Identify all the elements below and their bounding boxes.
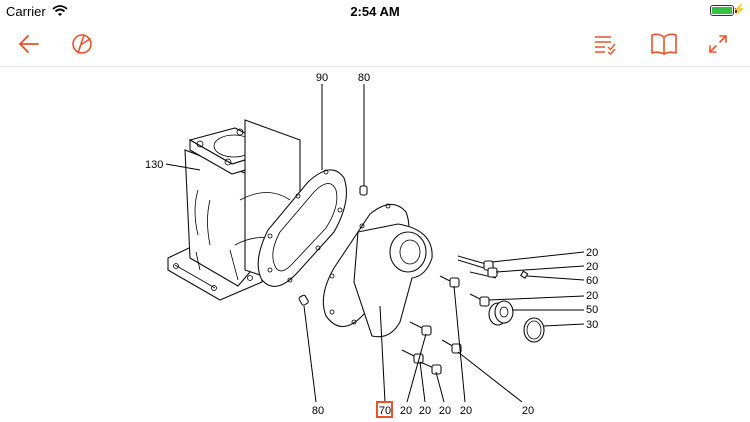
housing-part-130[interactable] — [167, 119, 301, 301]
bolt[interactable] — [469, 293, 490, 307]
bolt[interactable] — [469, 267, 498, 279]
compass-icon — [72, 34, 92, 54]
bolt-group[interactable] — [401, 255, 498, 375]
callout-20-r1[interactable]: 20 — [586, 247, 598, 259]
fullscreen-button[interactable] — [702, 28, 734, 60]
bolt[interactable] — [441, 339, 462, 354]
callout-60[interactable]: 60 — [586, 275, 598, 287]
callout-50[interactable]: 50 — [586, 304, 598, 316]
expand-icon — [709, 35, 727, 53]
book-icon — [651, 33, 677, 55]
callout-20-r2[interactable]: 20 — [586, 261, 598, 273]
gasket-part-90[interactable] — [257, 169, 347, 287]
back-arrow-icon — [19, 35, 39, 53]
charging-bolt-icon: ⚡ — [732, 4, 746, 16]
battery-fill — [712, 7, 732, 14]
callout-30[interactable]: 30 — [586, 319, 598, 331]
callout-80-bottom[interactable]: 80 — [312, 405, 324, 417]
callout-20-b3[interactable]: 20 — [439, 405, 451, 417]
callout-20-b2[interactable]: 20 — [419, 405, 431, 417]
status-time: 2:54 AM — [350, 4, 400, 19]
bolt[interactable] — [419, 361, 442, 375]
dowel-pin-upper[interactable] — [359, 185, 368, 196]
bolt[interactable] — [439, 275, 460, 288]
callout-20-b5[interactable]: 20 — [522, 405, 534, 417]
parts-list-button[interactable] — [590, 28, 622, 60]
battery-icon — [710, 5, 734, 16]
status-bar: Carrier 2:54 AM ⚡ — [0, 0, 750, 22]
battery-tip — [735, 8, 737, 13]
callout-80-top[interactable]: 80 — [358, 72, 370, 84]
checklist-icon — [595, 36, 616, 55]
callout-20-r4[interactable]: 20 — [586, 290, 598, 302]
bolt[interactable] — [457, 255, 494, 271]
bolt[interactable] — [409, 321, 432, 336]
cover-part-70[interactable] — [322, 203, 433, 338]
callout-90[interactable]: 90 — [316, 72, 328, 84]
measure-button[interactable] — [66, 28, 98, 60]
callout-labels: 90 80 130 20 20 60 20 50 30 80 70 20 20 … — [145, 72, 598, 418]
exploded-parts-diagram[interactable]: 90 80 130 20 20 60 20 50 30 80 70 20 20 … — [0, 67, 750, 422]
back-button[interactable] — [13, 28, 45, 60]
o-ring-part-30[interactable] — [523, 317, 545, 343]
highlight-box — [376, 401, 393, 418]
callout-130[interactable]: 130 — [145, 159, 163, 171]
callout-20-b1[interactable]: 20 — [400, 405, 412, 417]
toolbar — [0, 22, 750, 67]
carrier-label: Carrier — [6, 4, 46, 19]
wifi-icon — [52, 4, 68, 22]
bushing-part-50[interactable] — [488, 300, 514, 326]
manual-button[interactable] — [648, 28, 680, 60]
callout-70[interactable]: 70 — [379, 405, 391, 417]
dowel-pin-lower[interactable] — [298, 294, 309, 306]
bolt[interactable] — [401, 349, 424, 364]
leader-lines — [165, 84, 585, 403]
clip-part-60[interactable] — [520, 270, 529, 279]
callout-20-b4[interactable]: 20 — [460, 405, 472, 417]
